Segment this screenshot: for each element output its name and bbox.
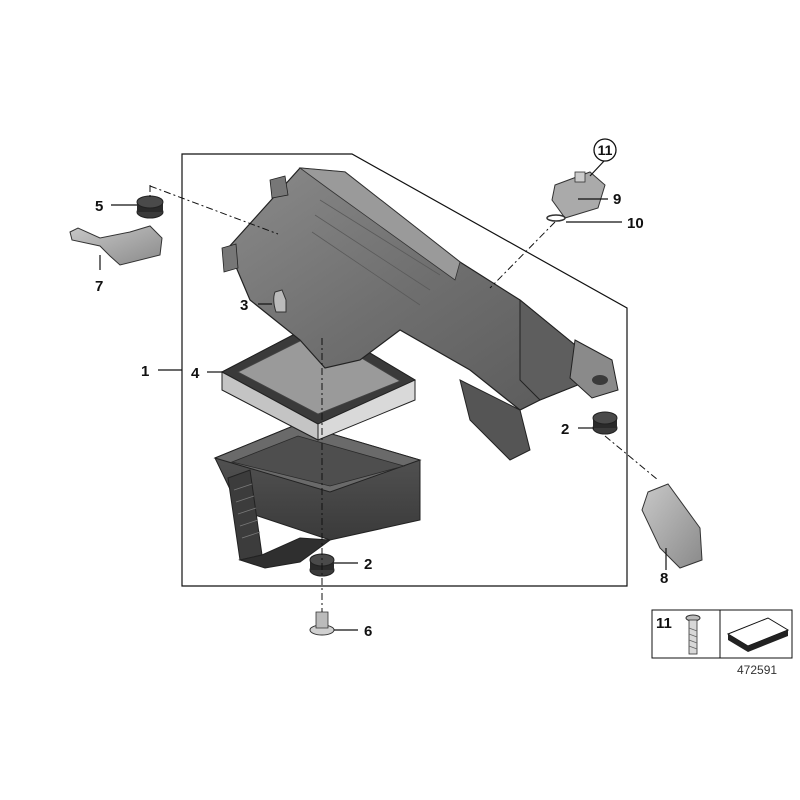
callout-11-circle [593, 138, 617, 162]
retaining-clip [273, 289, 287, 313]
screw-bottom [309, 611, 335, 636]
assembly-line-2 [149, 185, 279, 235]
callout-4: 4 [191, 365, 200, 382]
installation-arrow-icon [726, 617, 790, 652]
assembly-line-4 [604, 435, 659, 481]
lower-housing [213, 423, 422, 569]
callout-11: 11 [598, 142, 613, 158]
callout-5: 5 [95, 198, 103, 215]
air-filter-element [220, 321, 417, 441]
sealing-ring [546, 214, 566, 222]
assembly-frame [181, 153, 628, 587]
callout-2-bottom: 2 [364, 556, 372, 573]
callout-6: 6 [364, 623, 372, 640]
mounting-bracket-left [69, 225, 163, 266]
mass-air-flow-sensor [551, 171, 606, 219]
intake-silencer-cover [221, 167, 619, 461]
callout-7: 7 [95, 278, 103, 295]
callout-1: 1 [141, 363, 149, 380]
callout-10: 10 [627, 215, 644, 232]
callout-8: 8 [660, 570, 668, 587]
mounting-bracket-right [641, 483, 703, 569]
rubber-grommet-top [136, 195, 164, 219]
callout-9: 9 [613, 191, 621, 208]
callout-3: 3 [240, 297, 248, 314]
screw-icon [685, 614, 701, 655]
callout-2-right: 2 [561, 421, 569, 438]
rubber-grommet-right [592, 411, 618, 435]
legend-part-number: 11 [656, 615, 672, 632]
diagram-reference-number: 472591 [737, 663, 777, 677]
leader-11 [589, 159, 606, 177]
assembly-line-5 [489, 221, 556, 289]
legend-box: 11 [651, 609, 793, 659]
